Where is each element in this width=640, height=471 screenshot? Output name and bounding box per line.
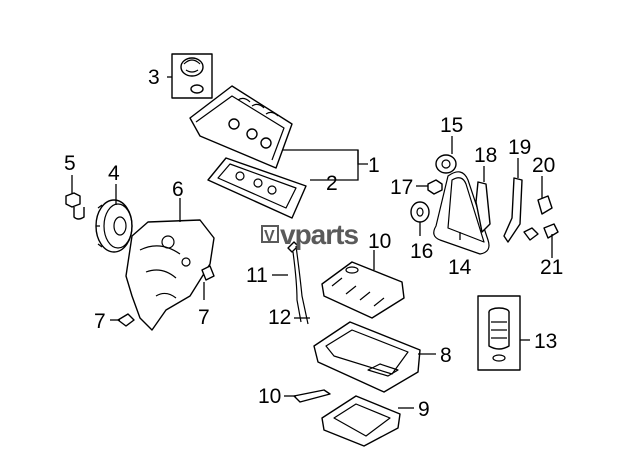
callout-11: 10 [368, 230, 391, 253]
callout-3: 3 [148, 66, 160, 89]
cover-bolt-right-part [201, 265, 215, 281]
dipstick-part [287, 241, 309, 325]
chain-guide-right-part [503, 177, 523, 243]
oil-filler-cap-part [171, 53, 213, 99]
oil-pickup-part [293, 389, 331, 403]
tensioner-arm-part [537, 195, 553, 215]
chain-guide-left-part [475, 181, 491, 233]
callout-labels: 3 1 2 5 4 6 7 7 10 11 12 8 9 10 13 14 15… [64, 66, 563, 421]
leader-lines [71, 76, 553, 409]
callout-15: 14 [448, 256, 472, 279]
callout-14: 13 [534, 330, 557, 353]
watermark-text: vparts [280, 219, 358, 250]
timing-cover-part [125, 219, 215, 331]
crank-bolt-part [65, 192, 85, 220]
callout-8: 8 [440, 344, 452, 367]
guide-bolt-part [523, 223, 559, 241]
callout-2: 2 [326, 172, 338, 195]
chain-tensioner-part [427, 179, 443, 195]
callout-1: 1 [368, 154, 380, 177]
crank-sprocket-part [410, 201, 430, 223]
callout-4: 4 [108, 162, 120, 185]
callout-20: 19 [508, 136, 531, 159]
callout-17: 16 [410, 240, 433, 263]
oil-pan-part [313, 321, 421, 393]
oil-pan-baffle-part [321, 261, 405, 319]
cover-bolt-left-part [117, 313, 135, 327]
callout-6: 6 [172, 178, 184, 201]
oil-filter-part [477, 295, 521, 371]
callout-16: 15 [440, 114, 463, 137]
callout-10: 10 [258, 385, 281, 408]
callout-5: 5 [64, 152, 76, 175]
watermark-prefix: V [264, 228, 275, 245]
valve-cover-gasket-part [207, 157, 307, 219]
crankshaft-pulley-part [95, 199, 133, 253]
callout-19: 18 [474, 144, 497, 167]
valve-cover-part [189, 85, 293, 169]
callout-7-right: 7 [198, 306, 210, 329]
callout-12: 11 [246, 264, 268, 287]
callout-7-left: 7 [94, 310, 106, 333]
callout-13: 12 [268, 306, 291, 329]
idler-sprocket-part [435, 154, 457, 174]
callout-18: 17 [390, 176, 413, 199]
timing-chain-part [433, 171, 490, 255]
lower-oil-pan-part [321, 395, 401, 447]
vparts-watermark: V vparts [261, 219, 359, 250]
callout-22: 21 [540, 256, 563, 279]
callout-9: 9 [418, 398, 430, 421]
callout-21: 20 [532, 154, 555, 177]
